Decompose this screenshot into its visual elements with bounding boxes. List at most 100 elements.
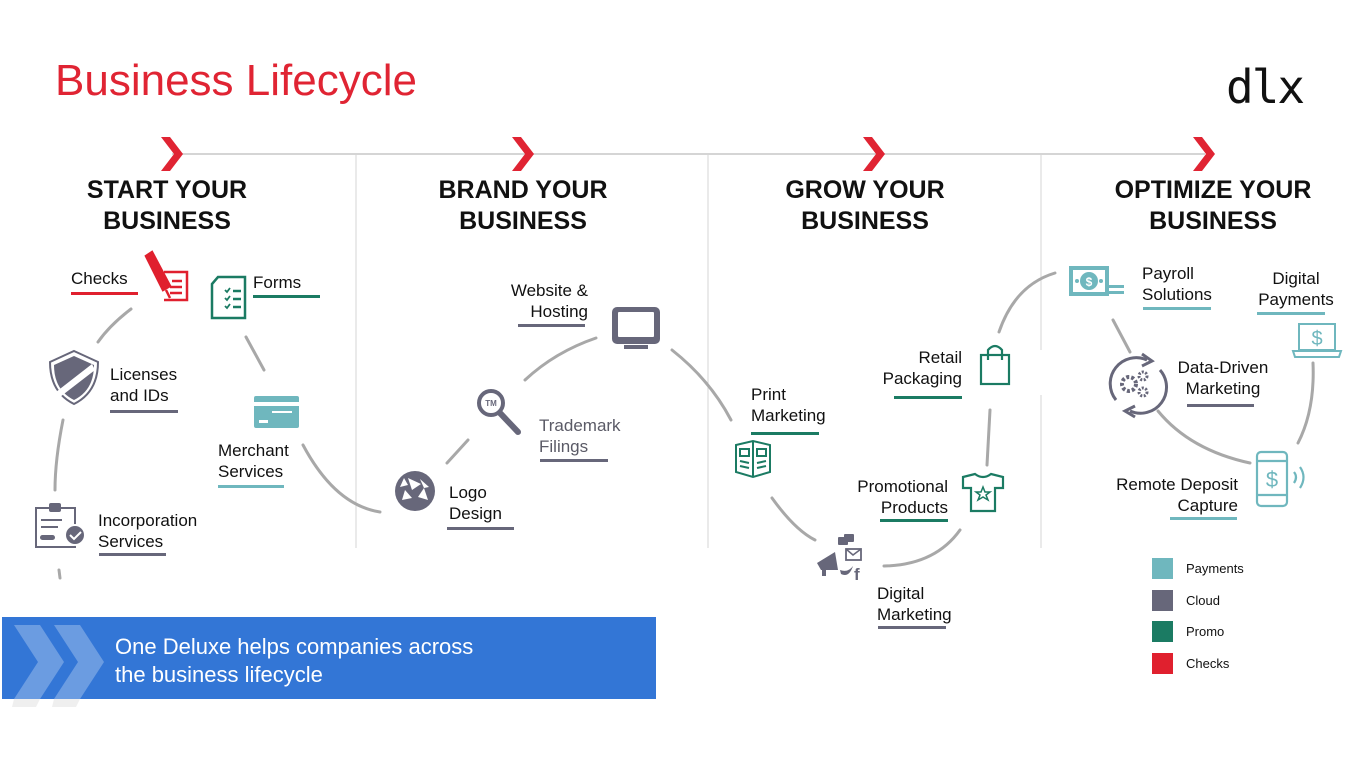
connector-line (523, 336, 598, 382)
service-label-line2: Solutions (1142, 285, 1212, 304)
svg-text:TM: TM (485, 399, 497, 408)
shopping-bag-icon (979, 344, 1011, 386)
svg-text:$: $ (1311, 328, 1322, 350)
connector-line (1111, 318, 1132, 354)
service-label-line1: Merchant (218, 441, 289, 460)
legend-swatch (1152, 558, 1173, 579)
connector-line (985, 408, 992, 467)
service-label-line1: Remote Deposit (1116, 475, 1238, 494)
underline-promotional (880, 519, 948, 522)
legend-item-promo: Promo (1152, 621, 1224, 642)
underline-trademark (540, 459, 608, 462)
connector-line (1296, 361, 1315, 445)
service-label-line1: Print (751, 385, 786, 404)
stage-title-line1: START YOUR (86, 176, 248, 204)
legend-swatch (1152, 590, 1173, 611)
connector-line (770, 496, 817, 542)
stage-title-line1: OPTIMIZE YOUR (1114, 176, 1312, 204)
service-label-line1: Promotional (857, 477, 948, 496)
service-incorporation[interactable]: Incorporation Services (98, 510, 197, 552)
banner-text: One Deluxe helps companies across the bu… (115, 633, 473, 689)
legend-item-checks: Checks (1152, 653, 1229, 674)
service-label-line2: Services (98, 532, 164, 551)
service-label-line1: Trademark (539, 416, 621, 435)
service-label-line1: Website & (510, 281, 588, 300)
service-logo-design[interactable]: Logo Design (449, 482, 502, 524)
service-label-line1: Licenses (110, 365, 178, 384)
underline-incorporation (99, 553, 166, 556)
underline-logo-design (447, 527, 514, 530)
service-data-driven[interactable]: Data-Driven Marketing (1170, 357, 1276, 399)
laptop-dollar-icon: $ (1291, 323, 1343, 358)
service-label-line2: Marketing (751, 406, 826, 425)
service-label-line1: Logo (449, 483, 487, 502)
aperture-icon (395, 471, 435, 511)
connector-line (57, 568, 62, 580)
tshirt-star-icon (961, 472, 1005, 513)
legend-swatch (1152, 621, 1173, 642)
stage-grow: GROW YOUR BUSINESS (755, 175, 975, 237)
svg-text:$: $ (1086, 275, 1093, 289)
service-website[interactable]: Website & Hosting (490, 280, 588, 322)
service-licenses[interactable]: Licenses and IDs (110, 364, 177, 406)
legend-label: Cloud (1186, 593, 1220, 608)
service-forms[interactable]: Forms (253, 272, 301, 293)
service-label-line2: and IDs (110, 386, 169, 405)
summary-banner: One Deluxe helps companies across the bu… (2, 617, 656, 707)
service-retail[interactable]: Retail Packaging (862, 347, 962, 389)
banner-line1: One Deluxe helps companies across (115, 634, 474, 659)
service-print[interactable]: Print Marketing (751, 384, 826, 426)
service-label: Forms (253, 273, 302, 292)
underline-print (751, 432, 819, 435)
chevron-right-icon (161, 137, 183, 171)
service-promotional[interactable]: Promotional Products (838, 476, 948, 518)
underline-data-driven (1187, 404, 1254, 407)
connector-line (1156, 409, 1252, 465)
trademark-search-icon: TM (477, 389, 521, 435)
service-label: Checks (71, 269, 128, 288)
connector-line (301, 443, 382, 514)
chevron-right-icon (863, 137, 885, 171)
mobile-dollar-icon: $ (1255, 450, 1305, 508)
svg-text:$: $ (1266, 467, 1278, 492)
credit-card-icon (254, 396, 299, 428)
service-label-line2: Marketing (1185, 379, 1261, 398)
connector-line (445, 438, 470, 465)
service-label-line2: Marketing (877, 605, 952, 624)
underline-payroll (1143, 307, 1211, 310)
monitor-icon (612, 307, 660, 349)
check-pen-icon (144, 250, 189, 302)
stage-title-line2: BUSINESS (801, 207, 929, 235)
service-label-line1: Data-Driven (1177, 358, 1269, 377)
service-trademark[interactable]: Trademark Filings (539, 415, 621, 457)
underline-forms (253, 295, 320, 298)
double-chevron-icon (12, 625, 104, 707)
service-label-line1: Payroll (1142, 264, 1194, 283)
underline-digital-marketing (878, 626, 946, 629)
connector-line (882, 528, 962, 568)
underline-retail (894, 396, 962, 399)
service-digital-marketing[interactable]: Digital Marketing (877, 583, 952, 625)
service-label-line1: Retail (918, 348, 962, 367)
newspaper-icon (735, 439, 771, 479)
underline-website (518, 324, 585, 327)
underline-merchant (218, 485, 284, 488)
shield-icon (48, 349, 100, 406)
connector-line (244, 335, 266, 372)
service-digital-payments[interactable]: Digital Payments (1250, 268, 1342, 310)
service-payroll[interactable]: Payroll Solutions (1142, 263, 1212, 305)
service-label-line1: Digital (1272, 269, 1320, 288)
legend-swatch (1152, 653, 1173, 674)
service-merchant[interactable]: Merchant Services (218, 440, 289, 482)
banknote-icon: $ (1069, 266, 1124, 296)
service-remote-deposit[interactable]: Remote Deposit Capture (1100, 474, 1238, 516)
legend-label: Checks (1186, 656, 1230, 671)
stage-title-line2: BUSINESS (1149, 207, 1277, 235)
stage-optimize: OPTIMIZE YOUR BUSINESS (1082, 175, 1344, 237)
service-label-line2: Services (218, 462, 284, 481)
service-label-line2: Capture (1177, 496, 1238, 515)
stage-start: START YOUR BUSINESS (57, 175, 277, 237)
service-checks[interactable]: Checks (71, 268, 128, 289)
service-label-line1: Incorporation (98, 511, 198, 530)
